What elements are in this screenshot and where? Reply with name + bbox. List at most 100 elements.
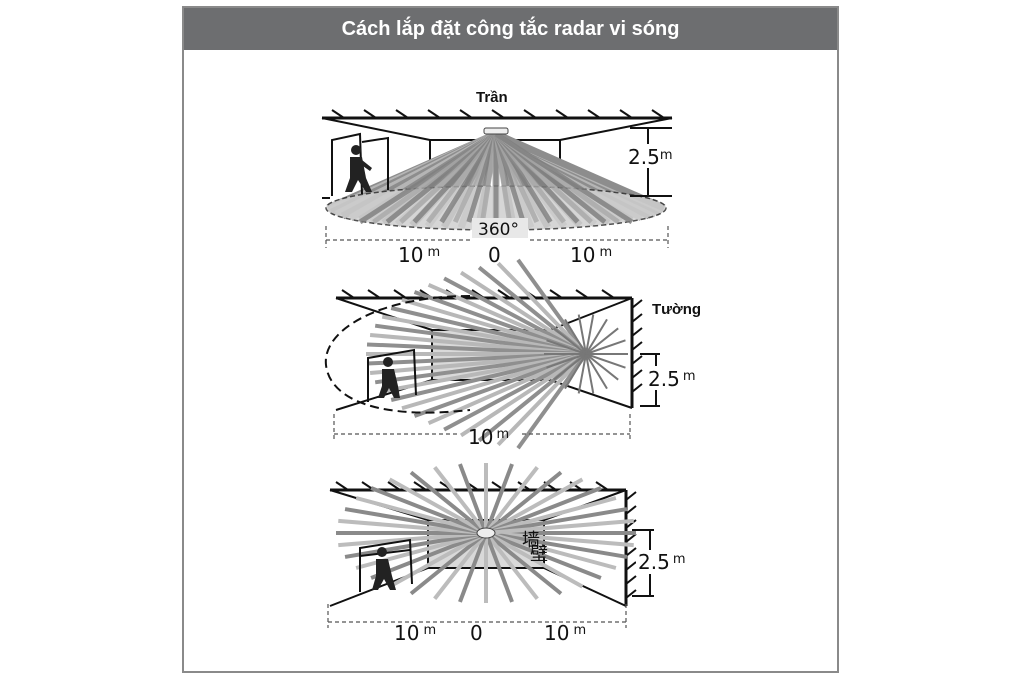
hatch-mark	[393, 289, 407, 299]
hatch-mark	[497, 289, 511, 299]
hatch-mark	[631, 383, 643, 393]
person-icon	[372, 547, 396, 590]
hatch-mark	[587, 109, 601, 119]
hatch-mark	[601, 289, 615, 299]
hatch-mark	[631, 369, 643, 379]
chinese-label-1: 墙	[520, 530, 540, 548]
beam-ray	[459, 352, 588, 438]
beam-ray	[388, 477, 487, 535]
distance-center: 0	[470, 621, 483, 645]
chinese-label-2: 壁	[530, 544, 548, 564]
hatch-mark	[387, 481, 401, 491]
beam-ray	[484, 531, 563, 596]
beam-ray	[485, 486, 602, 535]
hatch-mark	[625, 589, 637, 599]
sensor-icon	[483, 127, 509, 135]
beam-ray	[338, 518, 487, 535]
hatch-mark	[331, 109, 345, 119]
hatch-mark	[523, 109, 537, 119]
beam-ray	[484, 463, 514, 534]
beam-ray	[546, 353, 587, 369]
beam-ray	[484, 470, 563, 535]
page-title: Cách lắp đặt công tắc radar vi sóng	[341, 17, 680, 40]
hatch-mark	[631, 355, 643, 365]
beam-ray	[553, 327, 587, 355]
hatch-mark	[625, 505, 637, 515]
ceiling-hatch	[335, 481, 609, 491]
beam-ray	[443, 352, 587, 432]
angle-label: 360°	[478, 220, 519, 240]
beam-ray	[585, 318, 608, 355]
hatch-mark	[625, 533, 637, 543]
beam-ray	[485, 531, 634, 548]
hatch-mark	[625, 561, 637, 571]
hatch-mark	[625, 575, 637, 585]
beam-ray	[355, 496, 487, 535]
beam-ray	[494, 131, 634, 225]
sensor-icon	[476, 527, 496, 539]
radar-beams	[366, 258, 628, 450]
beam-ray	[585, 314, 595, 355]
beam-ray	[485, 531, 617, 570]
detection-arc	[324, 295, 471, 414]
beam-ray	[485, 496, 617, 535]
beam-ray	[344, 507, 487, 535]
door-icon	[367, 348, 417, 402]
hatch-mark	[631, 299, 643, 309]
beam-ray	[484, 465, 539, 535]
beam-ray	[433, 531, 488, 601]
hatch-mark	[335, 481, 349, 491]
beam-ray	[516, 352, 588, 450]
wall-label: Tường	[652, 301, 701, 318]
beam-ray	[388, 531, 487, 589]
hatch-mark	[625, 519, 637, 529]
hatch-mark	[363, 109, 377, 119]
hatch-mark	[595, 481, 609, 491]
hatch-mark	[631, 327, 643, 337]
title-bar: Cách lắp đặt công tắc radar vi sóng	[184, 8, 837, 50]
beam-ray	[409, 470, 488, 535]
beam-ray	[496, 352, 588, 447]
hatch-mark	[555, 109, 569, 119]
hatch-mark	[651, 109, 665, 119]
hatch-mark	[459, 109, 473, 119]
height-value: 2.5m	[628, 145, 672, 169]
hatch-mark	[631, 313, 643, 323]
hatch-mark	[491, 109, 505, 119]
beam-ray	[485, 531, 602, 580]
beam-ray	[485, 531, 584, 589]
beam-ray	[433, 465, 488, 535]
radar-beams	[336, 463, 636, 603]
beam-ray	[485, 477, 584, 535]
wall-hatch	[625, 491, 637, 599]
distance-dimension	[325, 226, 669, 248]
hatch-mark	[367, 289, 381, 299]
beam-ray	[577, 314, 587, 355]
person-icon	[378, 357, 400, 398]
beam-ray	[585, 353, 608, 390]
beam-ray	[459, 270, 588, 356]
hatch-mark	[619, 109, 633, 119]
beam-ray	[338, 531, 487, 548]
beam-ray	[546, 339, 587, 355]
beam-ray	[370, 486, 487, 535]
beam-ray	[516, 258, 588, 356]
beam-ray	[553, 353, 587, 381]
hatch-mark	[625, 491, 637, 501]
ceiling-hatch	[331, 109, 665, 119]
beam-ray	[484, 532, 514, 603]
distance-dimension	[333, 414, 631, 440]
beam-ray	[585, 353, 626, 369]
hatch-mark	[631, 341, 643, 351]
hatch-mark	[575, 289, 589, 299]
person-icon	[345, 145, 372, 192]
